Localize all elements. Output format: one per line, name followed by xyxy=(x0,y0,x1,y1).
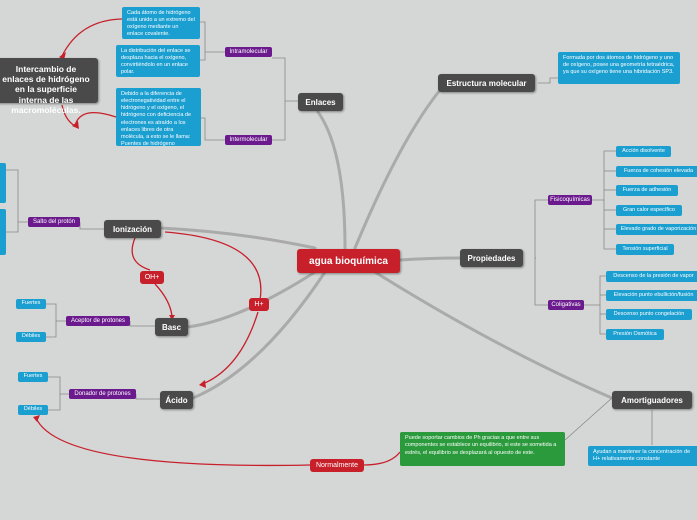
note-estructura: Formada por dos átomos de hidrógeno y un… xyxy=(558,52,680,84)
base-fuertes[interactable]: Fuertes xyxy=(16,299,46,309)
main-branch-lines xyxy=(158,88,614,400)
sub-branch-lines xyxy=(5,21,653,445)
prop-accion-disolvente[interactable]: Acción disolvente xyxy=(616,146,671,157)
base-debiles[interactable]: Débiles xyxy=(16,332,46,342)
branch-ionizacion[interactable]: Ionización xyxy=(104,220,161,238)
note-ionizacion-top xyxy=(0,163,6,203)
prop-presion-osmotica[interactable]: Presión Osmótica xyxy=(606,329,664,340)
label-aceptor-protones[interactable]: Aceptor de protones xyxy=(66,316,130,326)
label-intramolecular[interactable]: Intramolecular xyxy=(225,47,272,57)
subtopic-fisicoquimicas[interactable]: Fisicoquímicas xyxy=(548,195,592,205)
prop-grado-vaporizacion[interactable]: Elevado grado de vaporización xyxy=(616,224,697,235)
note-hydrogen-bridges: Debido a la diferencia de electronegativ… xyxy=(116,88,201,146)
branch-estructura-molecular[interactable]: Estructura molecular xyxy=(438,74,535,92)
branch-enlaces[interactable]: Enlaces xyxy=(298,93,343,111)
center-topic[interactable]: agua bioquímica xyxy=(297,249,400,273)
label-salto-proton[interactable]: Salto del protón xyxy=(28,217,80,227)
branch-base[interactable]: Basc xyxy=(155,318,188,336)
label-intermolecular[interactable]: Intermolecular xyxy=(225,135,272,145)
prop-calor-especifico[interactable]: Gran calor específico xyxy=(616,205,682,216)
acido-fuertes[interactable]: Fuertes xyxy=(18,372,48,382)
prop-punto-congelacion[interactable]: Descenso punto congelación xyxy=(606,309,692,320)
branch-acido[interactable]: Ácido xyxy=(160,391,193,409)
prop-tension-superficial[interactable]: Tensión superficial xyxy=(616,244,674,255)
branch-amortiguadores[interactable]: Amortiguadores xyxy=(612,391,692,409)
prop-punto-ebullicion[interactable]: Elevación punto ebullición/fusión xyxy=(606,290,697,301)
prop-presion-vapor[interactable]: Descenso de la presión de vapor xyxy=(606,271,697,282)
relation-normalmente[interactable]: Normalmente xyxy=(310,459,364,472)
note-ionizacion-bottom xyxy=(0,209,6,255)
branch-propiedades[interactable]: Propiedades xyxy=(460,249,523,267)
note-equilibrio: Puede soportar cambios de Ph gracias a q… xyxy=(400,432,565,466)
prop-fuerza-adhesion[interactable]: Fuerza de adhesión xyxy=(616,185,678,196)
relation-h[interactable]: H+ xyxy=(249,298,269,311)
note-covalent-bond: Cada átomo de hidrógeno está unido a un … xyxy=(122,7,200,39)
relation-oh[interactable]: OH+ xyxy=(140,271,164,284)
subtopic-coligativas[interactable]: Coligativas xyxy=(548,300,584,310)
note-concentracion-h: Ayudan a mantener la concentración de H+… xyxy=(588,446,697,466)
prop-fuerza-cohesion[interactable]: Fuerza de cohesión elevada xyxy=(616,166,697,177)
hydrogen-bond-exchange-note: Intercambio de enlaces de hidrógeno en l… xyxy=(0,58,98,115)
acido-debiles[interactable]: Débiles xyxy=(18,405,48,415)
label-donador-protones[interactable]: Donador de protones xyxy=(69,389,136,399)
note-polar-bond: La distribución del enlace se desplaza h… xyxy=(116,45,200,77)
